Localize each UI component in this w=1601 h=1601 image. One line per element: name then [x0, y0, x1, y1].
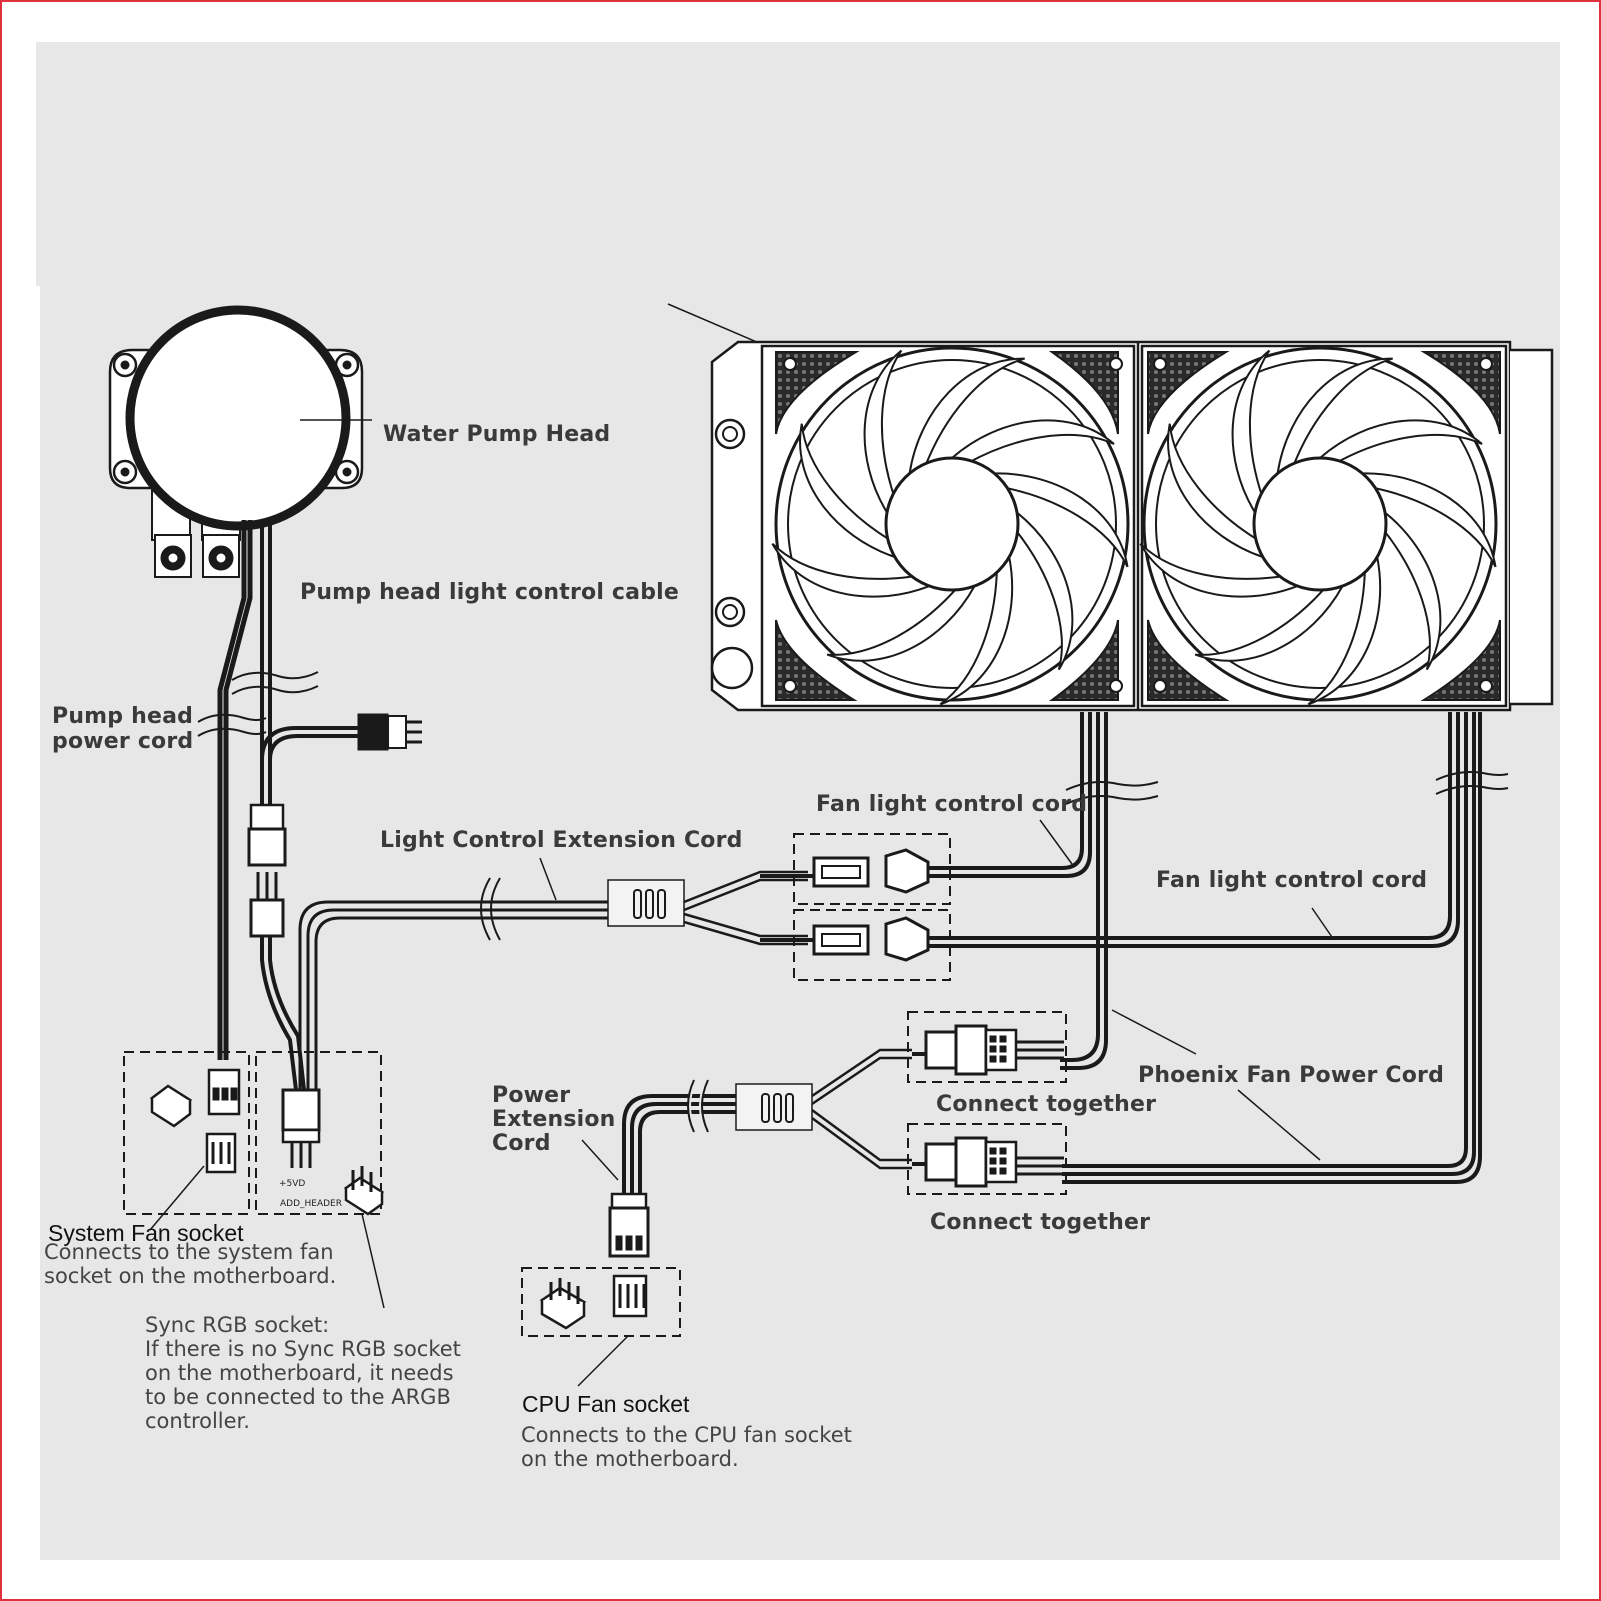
diagram-background [40, 42, 1560, 1560]
label-fan-light-cord-1: Fan light control cord [816, 792, 1088, 817]
fan-light-connectors [760, 833, 951, 981]
label-connect-together-2: Connect together [930, 1210, 1151, 1235]
pump-aux-plug [357, 713, 422, 751]
label-power-ext-cord: Power Extension Cord [492, 1083, 616, 1156]
label-pump-power-cord: Pump head power cord [52, 704, 194, 754]
label-system-fan-desc: Connects to the system fan socket on the… [44, 1240, 337, 1288]
label-light-ext-cord: Light Control Extension Cord [380, 828, 743, 853]
cpu-fan-socket-box [521, 1267, 681, 1387]
fan-cables [914, 712, 1509, 1184]
label-fan-light-cord-2: Fan light control cord [1156, 868, 1428, 893]
system-fan-socket-box [123, 1051, 250, 1231]
label-connect-together-1: Connect together [936, 1092, 1157, 1117]
label-add-header: ADD_HEADER [280, 1199, 342, 1209]
pump-argb-connectors [247, 803, 614, 1091]
label-phoenix-power: Phoenix Fan Power Cord [1138, 1063, 1445, 1088]
label-5vd: +5VD [279, 1179, 306, 1189]
pump-cables [197, 520, 360, 1060]
label-system-fan-title: System Fan socket [48, 1220, 244, 1246]
water-pump-head [108, 305, 372, 578]
radiator-with-fans [667, 303, 1554, 718]
sync-rgb-socket-box [255, 1051, 385, 1309]
light-splitter [607, 870, 808, 946]
label-cpu-fan-desc: Connects to the CPU fan socket on the mo… [521, 1423, 852, 1471]
fan-power-connectors [907, 1011, 1067, 1195]
label-cpu-fan-title: CPU Fan socket [522, 1391, 690, 1417]
label-water-pump-head: Water Pump Head [383, 422, 611, 447]
power-splitter [581, 1048, 912, 1258]
background-notch [36, 42, 42, 286]
label-sync-rgb: Sync RGB socket: If there is no Sync RGB… [145, 1313, 461, 1433]
label-pump-light-cable: Pump head light control cable [300, 580, 680, 605]
